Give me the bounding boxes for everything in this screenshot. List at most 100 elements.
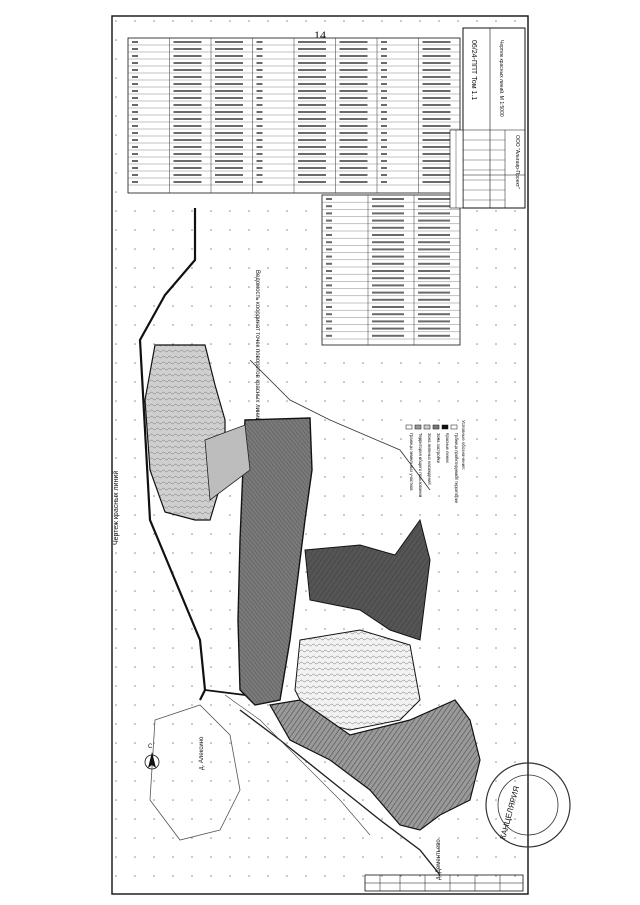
table-cell-mark (298, 174, 326, 176)
table-cell-mark (132, 125, 138, 127)
table-cell-mark (132, 62, 138, 64)
table-cell-mark (256, 83, 263, 85)
legend-swatch (441, 424, 449, 430)
legend-item-label: Красные линии (445, 433, 450, 463)
table-cell-mark (339, 146, 368, 148)
table-cell-mark (381, 132, 387, 134)
table-cell-mark (339, 139, 368, 141)
table-cell-mark (132, 69, 138, 71)
table-cell-mark (173, 118, 202, 120)
table-cell-mark (298, 76, 326, 78)
table-cell-mark (256, 48, 263, 50)
table-cell-mark (339, 69, 368, 71)
table-cell-mark (326, 248, 332, 251)
table-cell-mark (422, 69, 451, 71)
table-cell-mark (418, 262, 450, 265)
zone-connector (204, 424, 251, 501)
table-cell-mark (173, 174, 202, 176)
table-cell-mark (215, 118, 243, 120)
table-cell-mark (381, 139, 387, 141)
table-cell-mark (381, 118, 387, 120)
table-cell-mark (173, 62, 202, 64)
table-cell-mark (372, 327, 404, 330)
table-cell-mark (256, 69, 263, 71)
table-cell-mark (381, 76, 387, 78)
table-cell-mark (418, 198, 450, 200)
table-cell-mark (298, 139, 326, 141)
table-cell-mark (215, 139, 243, 141)
table-cell-mark (326, 270, 332, 272)
table-cell-mark (173, 83, 202, 85)
table-cell-mark (372, 270, 404, 272)
legend-item-label: Территория общего пользования (418, 433, 423, 497)
table-cell-mark (381, 125, 387, 127)
table-cell-mark (256, 55, 263, 57)
drawing-title: Чертеж красных линий (112, 471, 120, 545)
table-cell-mark (418, 298, 450, 301)
legend-items: Граница проектируемой территорииКрасные … (405, 424, 459, 504)
table-cell-mark (298, 160, 326, 162)
table-cell-mark (422, 76, 451, 78)
table-cell-mark (298, 167, 326, 169)
table-cell-mark (173, 181, 202, 183)
table-cell-mark (326, 226, 332, 229)
table-cell-mark (256, 167, 263, 169)
table-cell-mark (256, 90, 263, 92)
title-block: 06/24-ППТ Том 1.1 Чертеж красных линий. … (462, 27, 526, 209)
table-cell-mark (256, 111, 263, 113)
table-cell-mark (326, 313, 332, 316)
table-cell-mark (298, 69, 326, 71)
table-cell-mark (215, 104, 243, 106)
table-cell-mark (173, 48, 202, 50)
table-cell-mark (215, 132, 243, 134)
table-cell-mark (132, 132, 138, 134)
table-cell-mark (422, 97, 451, 99)
table-cell-mark (339, 174, 368, 176)
table-cell-mark (215, 55, 243, 57)
coord-table-lower-rows (322, 195, 460, 345)
table-cell-mark (326, 198, 332, 200)
table-cell-mark (215, 97, 243, 99)
table-cell-mark (372, 198, 404, 200)
table-cell-mark (422, 181, 451, 183)
road-label: д. Дементьево (436, 839, 442, 880)
title-block-lines (463, 139, 505, 201)
table-cell-mark (372, 241, 404, 244)
table-cell-mark (422, 62, 451, 64)
table-cell-mark (418, 284, 450, 287)
table-cell-mark (326, 212, 332, 215)
table-cell-mark (173, 97, 202, 99)
table-cell-mark (339, 76, 368, 78)
table-cell-mark (418, 334, 450, 337)
title-block-code: 06/24-ППТ Том 1.1 (470, 40, 477, 100)
table-cell-mark (173, 111, 202, 113)
outer-frame (111, 15, 529, 895)
table-cell-mark (372, 306, 404, 308)
table-cell-mark (381, 97, 387, 99)
table-cell-mark (372, 255, 404, 258)
table-cell-mark (418, 306, 450, 308)
table-cell-mark (422, 160, 451, 162)
table-cell-mark (339, 55, 368, 57)
table-cell-mark (381, 167, 387, 169)
table-cell-mark (326, 306, 332, 308)
table-cell-mark (418, 234, 450, 236)
table-cell-mark (339, 104, 368, 106)
table-cell-mark (215, 160, 243, 162)
table-cell-mark (326, 205, 332, 208)
table-cell-mark (173, 153, 202, 155)
table-cell-mark (339, 118, 368, 120)
table-cell-mark (132, 139, 138, 141)
table-cell-mark (372, 298, 404, 301)
table-cell-mark (372, 219, 404, 222)
title-block-org: ООО "Альтаир-Проект" (514, 135, 520, 189)
table-cell-mark (422, 125, 451, 127)
legend-title: Условные обозначения: (461, 420, 466, 470)
table-cell-mark (132, 90, 138, 92)
table-cell-mark (418, 270, 450, 272)
settlement-label: д. Алексино (199, 736, 205, 770)
table-cell-mark (298, 111, 326, 113)
red-line-boundary (138, 208, 207, 701)
table-cell-mark (132, 153, 138, 155)
table-cell-mark (372, 262, 404, 265)
